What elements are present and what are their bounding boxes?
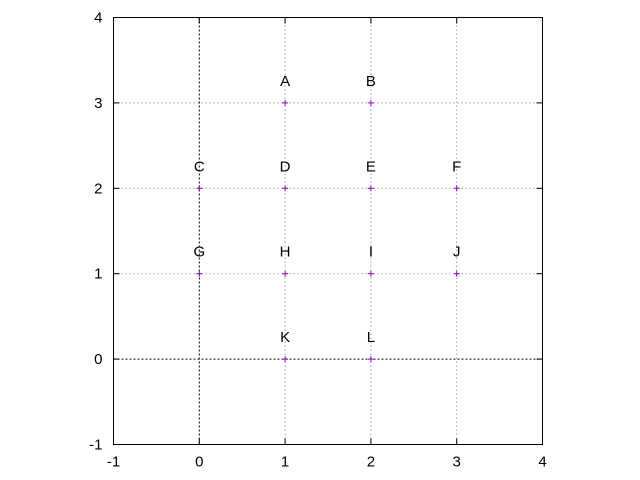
x-tick-label: 0 bbox=[195, 454, 203, 471]
point-label-g: G bbox=[193, 244, 205, 261]
data-point-c bbox=[196, 185, 203, 192]
data-point-b bbox=[367, 99, 374, 106]
data-point-l bbox=[367, 356, 374, 363]
labels-layer: A B C D E F G H I J K L bbox=[193, 73, 461, 346]
plot-frame bbox=[113, 17, 543, 445]
data-point-i bbox=[367, 270, 374, 277]
x-tick-label: -1 bbox=[107, 454, 120, 471]
x-tick-label: 3 bbox=[453, 454, 461, 471]
point-label-c: C bbox=[194, 158, 205, 175]
y-tick-label: 1 bbox=[94, 266, 102, 283]
points-layer bbox=[196, 99, 460, 363]
point-label-e: E bbox=[366, 158, 376, 175]
point-label-k: K bbox=[280, 329, 290, 346]
data-point-e bbox=[367, 185, 374, 192]
y-tick-label: 2 bbox=[94, 180, 102, 197]
x-tick-label: 1 bbox=[281, 454, 289, 471]
x-tick-label: 4 bbox=[538, 454, 546, 471]
x-tick-label: 2 bbox=[367, 454, 375, 471]
data-point-k bbox=[282, 356, 289, 363]
data-point-f bbox=[453, 185, 460, 192]
grid-layer bbox=[113, 17, 543, 445]
axis-layer: -1 0 1 2 3 4 -1 0 1 2 3 4 bbox=[89, 10, 547, 471]
point-label-j: J bbox=[453, 244, 461, 261]
data-point-j bbox=[453, 270, 460, 277]
point-label-i: I bbox=[369, 244, 373, 261]
data-point-d bbox=[282, 185, 289, 192]
y-tick-label: -1 bbox=[89, 437, 102, 454]
point-label-l: L bbox=[367, 329, 375, 346]
point-label-b: B bbox=[366, 73, 376, 90]
point-label-f: F bbox=[452, 158, 461, 175]
y-tick-label: 3 bbox=[94, 95, 102, 112]
data-point-h bbox=[282, 270, 289, 277]
data-point-a bbox=[282, 99, 289, 106]
data-point-g bbox=[196, 270, 203, 277]
y-tick-label: 4 bbox=[94, 10, 102, 27]
y-tick-label: 0 bbox=[94, 351, 102, 368]
point-label-h: H bbox=[280, 244, 291, 261]
point-label-d: D bbox=[280, 158, 291, 175]
point-label-a: A bbox=[280, 73, 290, 90]
